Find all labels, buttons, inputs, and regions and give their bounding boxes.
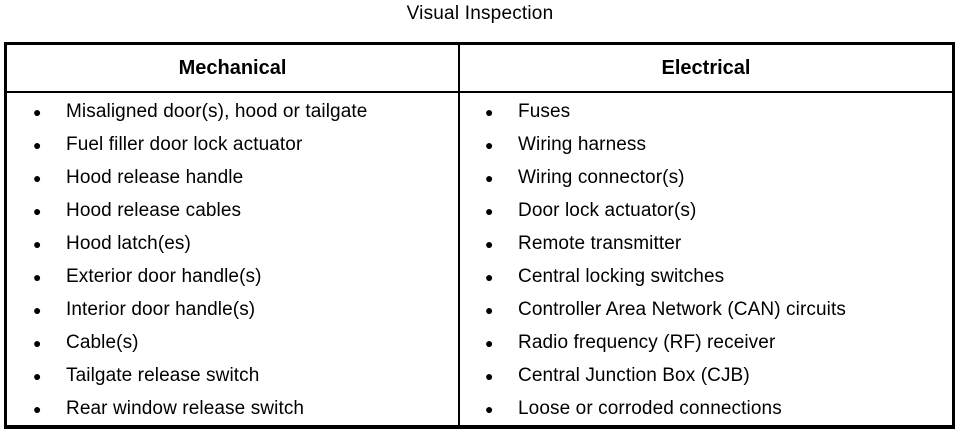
list-item: ● Fuses [460,95,952,128]
list-item: ● Central locking switches [460,260,952,293]
list-item-label: Interior door handle(s) [66,298,256,320]
list-item: ● Door lock actuator(s) [460,194,952,227]
list-item-label: Fuel filler door lock actuator [66,133,303,155]
table-header-row: Mechanical Electrical [7,45,952,93]
list-item-label: Hood release cables [66,199,242,221]
list-item-label: Fuses [518,100,571,122]
bullet-icon: ● [485,301,494,318]
bullet-icon: ● [485,367,494,384]
list-item-label: Central Junction Box (CJB) [518,364,750,386]
bullet-icon: ● [33,136,42,153]
list-item-label: Central locking switches [518,265,725,287]
list-item-label: Rear window release switch [66,397,305,419]
bullet-icon: ● [33,400,42,417]
list-item-label: Loose or corroded connections [518,397,782,419]
bullet-icon: ● [33,367,42,384]
bullet-icon: ● [485,334,494,351]
list-item: ● Remote transmitter [460,227,952,260]
list-item-label: Tailgate release switch [66,364,260,386]
list-item: ● Rear window release switch [7,392,458,425]
list-item-label: Hood release handle [66,166,244,188]
list-item-label: Wiring connector(s) [518,166,685,188]
bullet-icon: ● [485,103,494,120]
list-item: ● Hood release handle [7,161,458,194]
bullet-icon: ● [485,169,494,186]
electrical-list: ● Fuses ● Wiring harness ● Wiring connector… [460,93,952,425]
list-item-label: Cable(s) [66,331,139,353]
bullet-icon: ● [485,136,494,153]
list-item-label: Hood latch(es) [66,232,191,254]
table-body: ● Misaligned door(s), hood or tailgate ● F… [7,93,952,425]
bullet-icon: ● [33,169,42,186]
inspection-table: Mechanical Electrical ● Misaligned door(s… [4,42,955,429]
list-item: ● Wiring harness [460,128,952,161]
bullet-icon: ● [485,268,494,285]
list-item: ● Radio frequency (RF) receiver [460,326,952,359]
list-item: ● Interior door handle(s) [7,293,458,326]
bullet-icon: ● [33,103,42,120]
list-item-label: Remote transmitter [518,232,682,254]
bullet-icon: ● [33,202,42,219]
list-item-label: Wiring harness [518,133,647,155]
list-item-label: Radio frequency (RF) receiver [518,331,776,353]
list-item: ● Hood release cables [7,194,458,227]
list-item: ● Controller Area Network (CAN) circuits [460,293,952,326]
list-item: ● Central Junction Box (CJB) [460,359,952,392]
bullet-icon: ● [485,400,494,417]
list-item: ● Misaligned door(s), hood or tailgate [7,95,458,128]
bullet-icon: ● [485,202,494,219]
list-item-label: Door lock actuator(s) [518,199,697,221]
list-item: ● Exterior door handle(s) [7,260,458,293]
column-header-mechanical: Mechanical [7,45,460,91]
mechanical-list: ● Misaligned door(s), hood or tailgate ● F… [7,93,460,425]
list-item: ● Hood latch(es) [7,227,458,260]
list-item: ● Fuel filler door lock actuator [7,128,458,161]
bullet-icon: ● [33,268,42,285]
list-item: ● Tailgate release switch [7,359,458,392]
list-item: ● Wiring connector(s) [460,161,952,194]
bullet-icon: ● [485,235,494,252]
column-header-electrical: Electrical [661,56,751,79]
list-item-label: Exterior door handle(s) [66,265,262,287]
bullet-icon: ● [33,334,42,351]
bullet-icon: ● [33,301,42,318]
list-item-label: Controller Area Network (CAN) circuits [518,298,846,320]
list-item: ● Loose or corroded connections [460,392,952,425]
bullet-icon: ● [33,235,42,252]
list-item-label: Misaligned door(s), hood or tailgate [66,100,368,122]
list-item: ● Cable(s) [7,326,458,359]
page-title: Visual Inspection [406,3,554,24]
